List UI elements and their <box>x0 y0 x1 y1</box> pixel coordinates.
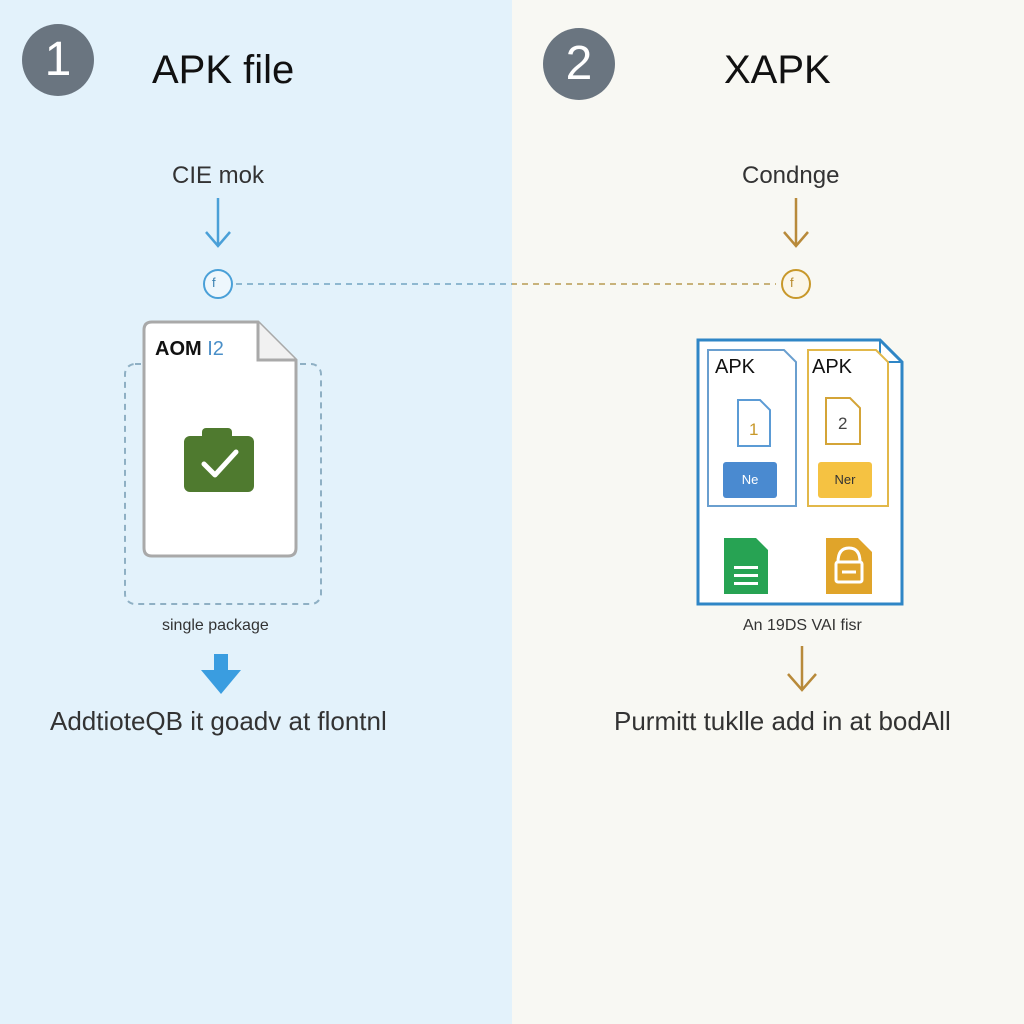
xapk-bottom-text: Purmitt tuklle add in at bodAll <box>614 706 951 736</box>
apk-caption: single package <box>162 617 269 634</box>
sub-apk-2-number: 2 <box>838 414 848 433</box>
file-label: AOM I2 <box>155 338 224 360</box>
arrow-down-filled-icon <box>201 654 241 694</box>
node-glyph-right: f <box>790 275 794 290</box>
lock-file-icon <box>826 538 872 594</box>
sub-apk-1-number: 1 <box>749 420 759 439</box>
sub-apk-2-head: APK <box>812 356 853 378</box>
arrow-down-icon <box>787 646 817 692</box>
apk-sub-label: CIE mok <box>172 162 265 189</box>
node-glyph-left: f <box>212 275 216 290</box>
arrow-down-icon <box>783 198 809 248</box>
check-briefcase-icon <box>184 428 254 492</box>
apk-bottom-text: AddtioteQB it goadv at flontnl <box>50 706 387 736</box>
step-badge-1: 1 <box>22 24 94 96</box>
xapk-title: XAPK <box>724 48 831 92</box>
sub-apk-1-chip: Ne <box>723 462 777 498</box>
step-badge-2: 2 <box>543 28 615 100</box>
sub-apk-2-chip: Ner <box>818 462 872 498</box>
xapk-sub-label: Condnge <box>742 162 840 189</box>
node-circle-left <box>203 269 233 299</box>
sub-apk-1-head: APK <box>715 356 756 378</box>
apk-title: APK file <box>152 48 295 92</box>
arrow-down-icon <box>205 198 231 248</box>
node-circle-right <box>781 269 811 299</box>
spreadsheet-icon <box>724 538 768 594</box>
xapk-caption: An 19DS VAI fisr <box>743 617 862 634</box>
